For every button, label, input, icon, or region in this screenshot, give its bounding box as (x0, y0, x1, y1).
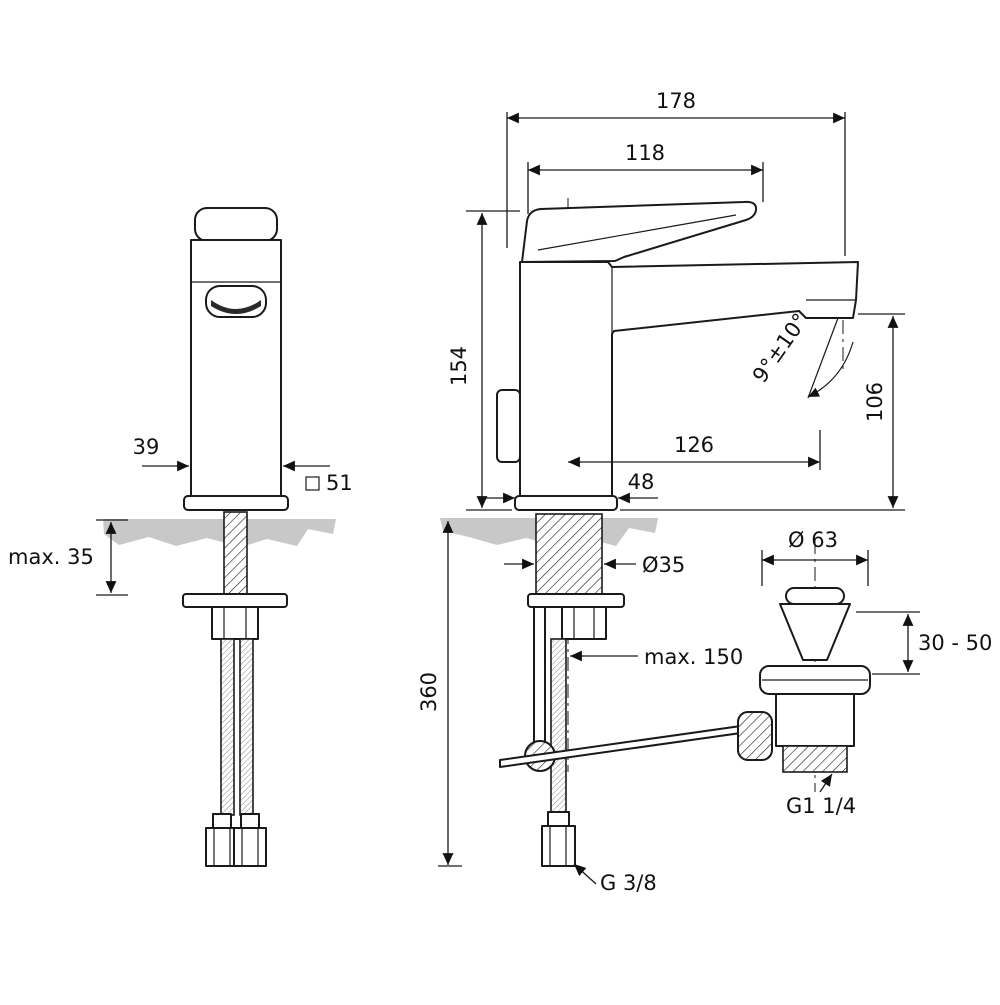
side-mounting-nut (561, 606, 607, 640)
front-dimension-lines (96, 460, 330, 596)
front-counter-section (103, 519, 336, 547)
dim-360-label: 360 (417, 672, 441, 712)
dim-angle-label: 9°±10° (748, 309, 813, 387)
dim-154-label: 154 (447, 346, 471, 386)
side-supply-hose (550, 638, 567, 814)
square-symbol (305, 476, 320, 491)
front-body (190, 239, 282, 497)
popup-pull-rod (533, 606, 546, 756)
dim-max150-label: max. 150 (644, 645, 743, 669)
side-hose-collar (547, 811, 570, 827)
side-mounting-flange (527, 593, 625, 608)
side-mounting-box (496, 389, 521, 463)
dim-48-label: 48 (628, 470, 655, 494)
drain-threaded-tail (782, 745, 848, 773)
front-hose-connectors (205, 813, 267, 867)
side-hose-connector (541, 825, 576, 867)
front-supply-hoses (220, 638, 254, 816)
popup-waste-assembly (759, 587, 871, 773)
side-dimension-lines (438, 112, 920, 885)
drain-plug-neck (779, 603, 851, 661)
front-handle (194, 207, 278, 242)
dim-118-label: 118 (625, 141, 665, 165)
side-threaded-shank (535, 513, 603, 595)
drain-body (775, 693, 855, 747)
dim-o63-label: Ø 63 (788, 528, 838, 552)
side-view: 178 118 154 9°±10° 106 126 48 Ø35 360 ma… (417, 89, 992, 895)
dim-178-label: 178 (656, 89, 696, 113)
front-mounting-flange (182, 593, 288, 608)
angle-arc (807, 341, 854, 398)
front-view: 39 51 max. 35 (8, 207, 353, 867)
front-threaded-shank (223, 511, 248, 595)
side-body-spout (519, 261, 859, 497)
drain-plug-cap (785, 587, 845, 605)
dim-51-label: 51 (326, 471, 353, 495)
dim-3050-label: 30 - 50 (918, 631, 992, 655)
dim-39-label: 39 (133, 435, 160, 459)
thread-g114-label: G1 1/4 (786, 794, 856, 818)
dim-max35-label: max. 35 (8, 545, 94, 569)
dim-126-label: 126 (674, 433, 714, 457)
lever-inner-line (537, 214, 737, 251)
dim-106-label: 106 (863, 382, 887, 422)
front-base-plate (183, 495, 289, 511)
drain-knob (737, 711, 773, 761)
water-stream-line (807, 317, 839, 399)
dim-o35-label: Ø35 (642, 553, 685, 577)
side-base-plate (514, 495, 618, 511)
front-opening-shadow (211, 300, 261, 314)
front-mounting-nut (211, 606, 259, 640)
thread-g38-label: G 3/8 (600, 871, 657, 895)
